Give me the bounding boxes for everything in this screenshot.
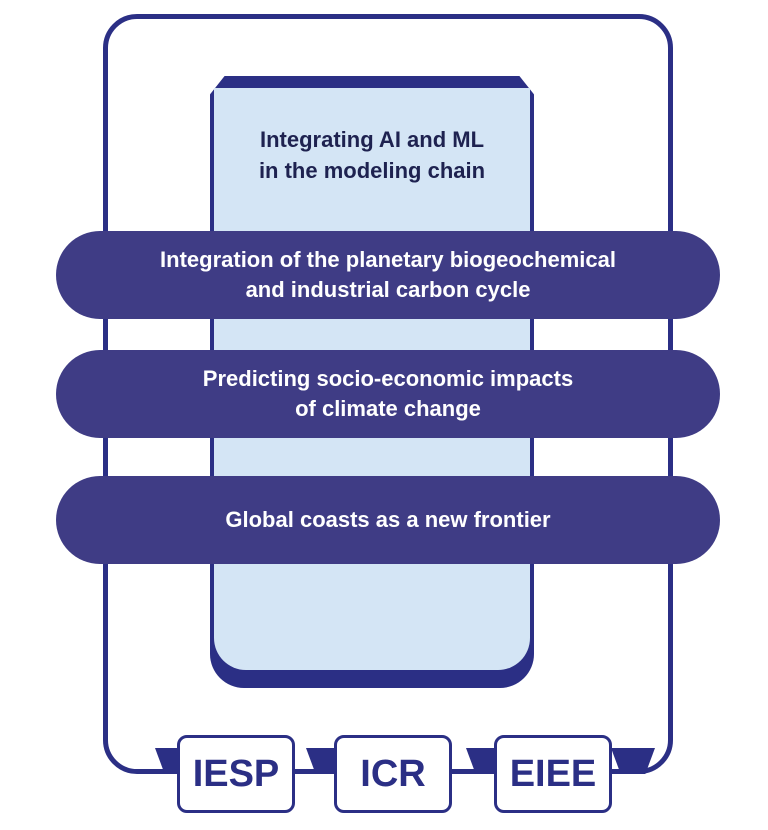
institution-box-icr: ICR [334, 735, 452, 813]
institution-box-iesp: IESP [177, 735, 295, 813]
research-band-global-coasts: Global coasts as a new frontier [56, 476, 720, 564]
research-band-socio-economic: Predicting socio-economic impacts of cli… [56, 350, 720, 438]
column-title: Integrating AI and ML in the modeling ch… [258, 127, 486, 183]
institution-box-eiee: EIEE [494, 735, 612, 813]
research-band-carbon-cycle: Integration of the planetary biogeochemi… [56, 231, 720, 319]
